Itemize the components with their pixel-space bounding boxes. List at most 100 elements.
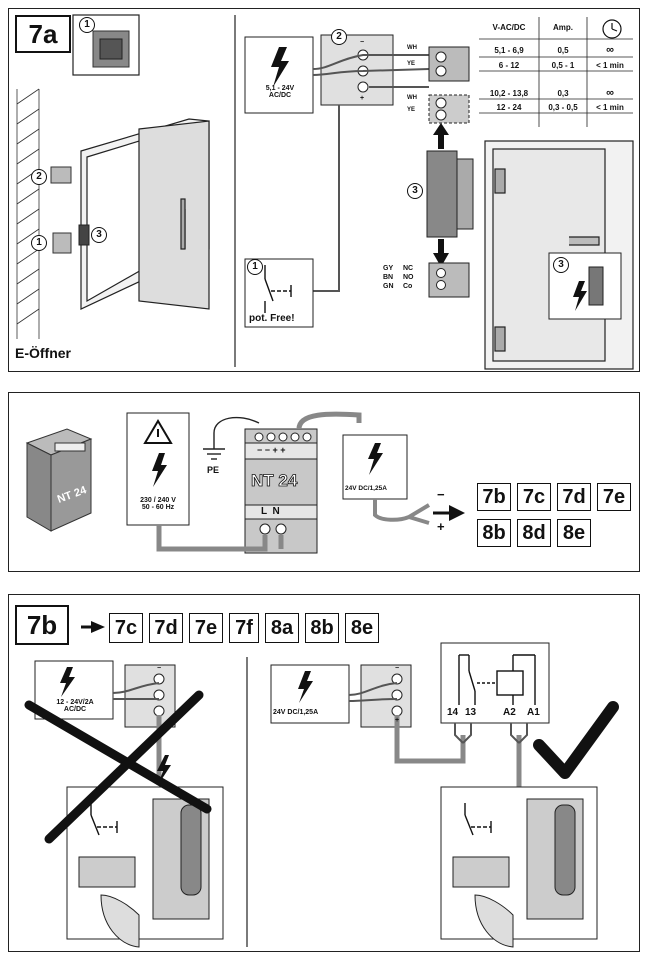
ref-7d-b: 7d	[149, 613, 183, 643]
terminal-block-bottom	[428, 262, 470, 298]
rating-table-grid	[479, 17, 633, 127]
wire-ye-top: YE	[407, 61, 416, 67]
caption-e-offner: E-Öffner	[15, 345, 71, 361]
table-cell-r0c2: ∞	[606, 44, 614, 56]
pe-ground-symbol	[203, 416, 260, 460]
wall-hatch	[16, 88, 40, 339]
table-cell-r2c2: ∞	[606, 87, 614, 99]
warning-triangle-icon	[143, 419, 173, 444]
relay-terminal-13: 13	[465, 707, 477, 718]
terminal-block-mid	[428, 94, 470, 124]
relay-terminal-a1: A1	[527, 707, 540, 718]
ref-8e: 8e	[557, 519, 591, 547]
table-cell-r3c2: < 1 min	[596, 103, 624, 112]
power-icon	[271, 47, 289, 87]
clock-icon	[602, 19, 622, 39]
right-terminal-minus: −	[395, 665, 400, 672]
wire-bn: BN	[383, 274, 394, 281]
ref-7d: 7d	[557, 483, 591, 511]
key-button-icon	[78, 856, 136, 888]
table-cell-r0c0: 5,1 - 6,9	[494, 46, 524, 55]
table-cell-r1c2: < 1 min	[596, 61, 624, 70]
panel-7b: 7b 7c 7d 7e 7f 8a 8b 8e 12 - 24V/2A AC/D…	[8, 594, 640, 952]
correct-check-icon	[533, 701, 619, 779]
relay-terminal-14: 14	[447, 707, 459, 718]
panel-nt24: PE 230 / 240 V 50 - 60 Hz − − + + NT 24 …	[8, 392, 640, 572]
right-terminal-plus: +	[395, 717, 400, 724]
callout-1-wall: 1	[31, 235, 47, 251]
contact-icon	[264, 265, 292, 313]
output-minus: −	[437, 487, 445, 502]
contact-no: NO	[403, 274, 414, 281]
table-cell-r1c0: 6 - 12	[498, 61, 520, 70]
figure-tag-7b: 7b	[15, 605, 69, 645]
wrong-power-box	[34, 660, 114, 720]
nt24-unit-label: NT 24	[251, 471, 298, 491]
relay-symbol	[458, 654, 536, 705]
table-cell-r2c1: 0,3	[557, 89, 569, 98]
ref-7e: 7e	[597, 483, 631, 511]
relay-terminal-a2: A2	[503, 707, 516, 718]
callout-2-box: 2	[331, 29, 347, 45]
wire-wh-mid: WH	[407, 95, 417, 101]
mains-cable	[156, 525, 268, 552]
nt24-module-3d	[25, 428, 93, 532]
ref-7c: 7c	[517, 483, 551, 511]
arrow-down	[433, 239, 449, 267]
ref-7e-b: 7e	[189, 613, 223, 643]
callout-1-switch: 1	[79, 17, 95, 33]
arrow-up	[433, 123, 449, 149]
device-3	[78, 224, 90, 246]
ref-7f-b: 7f	[229, 613, 259, 643]
mains-spec-label: 230 / 240 V 50 - 60 Hz	[140, 497, 176, 511]
contact-co: Co	[403, 283, 413, 290]
table-cell-r3c1: 0,3 - 0,5	[548, 103, 578, 112]
terminal-minus: −	[360, 39, 365, 46]
wrong-terminal-minus: −	[157, 665, 162, 672]
right-power-spec: 24V DC/1,25A	[273, 709, 319, 716]
panel-7a: 7a 1 2 1 3 2 3 1 3 E-Öffner 5,1 - 24V AC…	[8, 8, 640, 372]
wires-top	[312, 54, 430, 292]
power-spec-label: 5,1 - 24V AC/DC	[265, 85, 295, 99]
panel-7b-drawing	[24, 621, 619, 948]
ref-8d: 8d	[517, 519, 551, 547]
wrong-terminal-box	[124, 664, 176, 728]
wire-gy: GY	[383, 265, 394, 272]
output-spec-label: 24V DC/1,25A	[345, 485, 387, 492]
callout-3-wall: 3	[91, 227, 107, 243]
ref-8b-b: 8b	[305, 613, 339, 643]
callout-1-contact: 1	[247, 259, 263, 275]
table-cell-r2c0: 10,2 - 13,8	[489, 89, 529, 98]
door-opener-device	[426, 150, 458, 238]
ref-7b: 7b	[477, 483, 511, 511]
wire-gn: GN	[383, 283, 394, 290]
device-2	[50, 166, 72, 184]
wrong-power-spec: 12 - 24V/2A AC/DC	[56, 699, 94, 713]
panel-nt24-drawing	[25, 411, 465, 554]
ref-8e-b: 8e	[345, 613, 379, 643]
pe-label: PE	[207, 465, 220, 475]
table-header-voltage: V-AC/DC	[492, 23, 526, 32]
ref-8a-b: 8a	[265, 613, 299, 643]
callout-3-inset: 3	[553, 257, 569, 273]
table-header-amp: Amp.	[553, 23, 573, 32]
callout-2-wall: 2	[31, 169, 47, 185]
arrow-right	[449, 505, 465, 521]
figure-tag-7a: 7a	[15, 15, 71, 53]
wrong-cross-icon	[24, 690, 212, 844]
contact-nc: NC	[403, 265, 414, 272]
table-cell-r0c1: 0,5	[557, 46, 569, 55]
nt24-terminals-top: − − + +	[257, 445, 286, 455]
door-frame	[80, 118, 210, 310]
wire-ye-mid: YE	[407, 107, 416, 113]
output-plus: +	[437, 519, 445, 534]
terminal-plus: +	[360, 95, 365, 102]
mains-power-icon	[152, 453, 167, 487]
ref-8b: 8b	[477, 519, 511, 547]
wire-wh-top: WH	[407, 45, 417, 51]
panel-7a-drawing	[16, 14, 634, 370]
terminal-block-top	[428, 46, 470, 82]
output-cable	[296, 411, 362, 430]
ref-7c-b: 7c	[109, 613, 143, 643]
callout-3-device: 3	[407, 183, 423, 199]
